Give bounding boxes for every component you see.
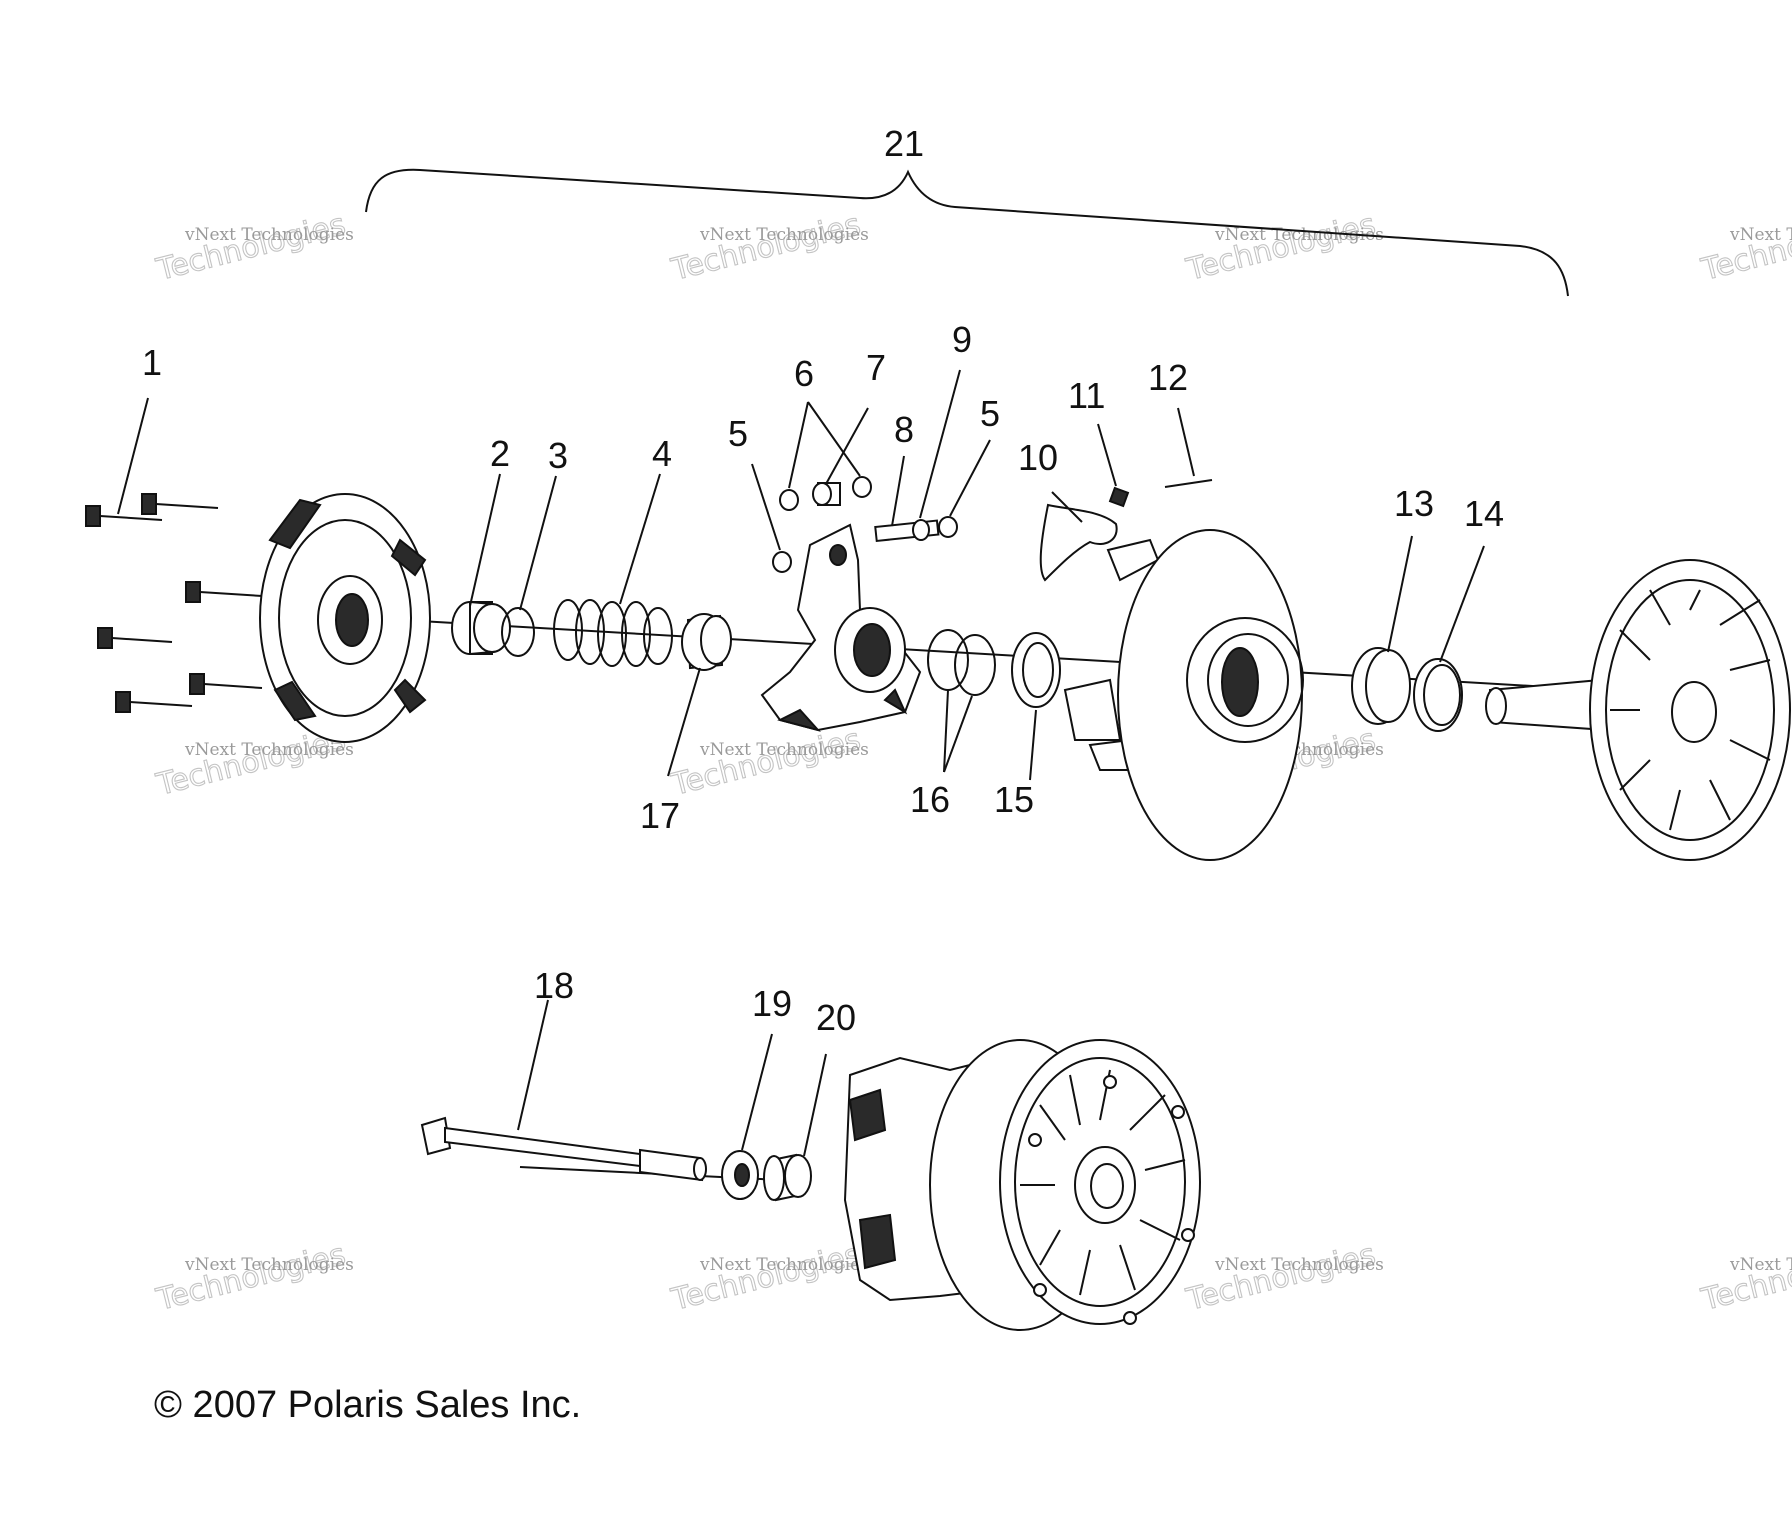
part-19-washer xyxy=(721,1150,759,1200)
svg-text:Technologies: Technologies xyxy=(1182,207,1378,288)
callout-11: 11 xyxy=(1068,375,1105,416)
part-10-weight xyxy=(1039,503,1118,582)
svg-text:vNext Technologies: vNext Technologies xyxy=(1729,225,1792,245)
svg-text:Technologies: Technologies xyxy=(667,207,863,288)
watermark: Technologies vNext Technologies xyxy=(152,207,354,289)
callout-1: 1 xyxy=(142,342,162,383)
part-12-pin xyxy=(1164,479,1213,488)
bolt xyxy=(97,627,173,649)
assembled-clutch xyxy=(843,1039,1201,1331)
svg-text:vNext Technologies: vNext Technologies xyxy=(184,740,354,760)
part-15-seal xyxy=(1011,632,1061,708)
moveable-sheave xyxy=(1063,529,1304,861)
watermark: Technologies vNext Technologies xyxy=(1697,1237,1792,1319)
part-16-ring xyxy=(927,629,969,691)
callout-3: 3 xyxy=(548,435,568,476)
svg-text:vNext Technologies: vNext Technologies xyxy=(699,1255,869,1275)
part-9-washer xyxy=(912,519,930,541)
svg-text:Technologies: Technologies xyxy=(1182,1237,1378,1318)
svg-text:Technologies: Technologies xyxy=(1697,207,1792,288)
part-16-ring xyxy=(954,634,996,696)
svg-text:Technologies: Technologies xyxy=(152,1237,348,1318)
bolt xyxy=(115,691,193,713)
watermark: Technologies vNext Technologies xyxy=(152,1237,354,1319)
callout-7: 7 xyxy=(866,347,886,388)
leader-lines xyxy=(117,369,1485,1157)
callout-9: 9 xyxy=(952,319,972,360)
svg-text:vNext Technologies: vNext Technologies xyxy=(1729,1255,1792,1275)
part-17-spring-cup xyxy=(681,613,732,671)
svg-text:Technologies: Technologies xyxy=(667,1237,863,1318)
callout-16: 16 xyxy=(910,779,950,820)
svg-text:vNext Technologies: vNext Technologies xyxy=(184,225,354,245)
bolt xyxy=(85,505,163,527)
callout-5a: 5 xyxy=(728,413,748,454)
bolt xyxy=(185,581,263,603)
cover-plate xyxy=(259,493,431,743)
svg-text:vNext Technologies: vNext Technologies xyxy=(184,1255,354,1275)
svg-text:Technologies: Technologies xyxy=(152,207,348,288)
watermark: Technologies vNext Technologies xyxy=(667,207,869,289)
part-11-nut xyxy=(1108,486,1130,508)
svg-text:vNext Technologies: vNext Technologies xyxy=(1214,225,1384,245)
watermark: Technologies vNext Technologies xyxy=(1182,207,1384,289)
fixed-sheave xyxy=(1485,559,1791,861)
part-6-washer xyxy=(852,476,872,498)
bolt xyxy=(141,493,219,515)
watermark: Technologies vNext Technologies xyxy=(667,1237,869,1319)
part-18-bolt xyxy=(420,1116,707,1182)
assembly-brace xyxy=(365,168,1569,297)
part-13-bushing xyxy=(1351,647,1411,725)
part-5-roller xyxy=(938,516,958,538)
watermark: Technologies vNext Technologies xyxy=(1697,207,1792,289)
svg-text:vNext Technologies: vNext Technologies xyxy=(699,225,869,245)
svg-text:vNext Technologies: vNext Technologies xyxy=(1214,1255,1384,1275)
part-2-bushing xyxy=(451,601,511,655)
svg-text:vNext Technologies: vNext Technologies xyxy=(699,740,869,760)
part-6-washer xyxy=(779,489,799,511)
callout-20: 20 xyxy=(816,997,856,1038)
callout-6: 6 xyxy=(794,353,814,394)
callout-labels: 1 2 3 4 5 6 7 8 9 5 10 11 12 13 14 15 16… xyxy=(142,123,1504,1038)
callout-5b: 5 xyxy=(980,393,1000,434)
part-3-ring xyxy=(501,607,535,657)
callout-19: 19 xyxy=(752,983,792,1024)
callout-17: 17 xyxy=(640,795,680,836)
callout-10: 10 xyxy=(1018,437,1058,478)
part-7-bushing xyxy=(812,482,841,506)
callout-14: 14 xyxy=(1464,493,1504,534)
callout-4: 4 xyxy=(652,433,672,474)
watermark: Technologies vNext Technologies xyxy=(1182,1237,1384,1319)
bolt xyxy=(189,673,263,695)
callout-15: 15 xyxy=(994,779,1034,820)
part-1-bolts xyxy=(85,493,263,713)
svg-text:Technologies: Technologies xyxy=(667,722,863,803)
part-20-bushing xyxy=(763,1153,812,1202)
part-14-ring xyxy=(1413,658,1463,732)
svg-text:Technologies: Technologies xyxy=(1697,1237,1792,1318)
part-4-spring xyxy=(553,599,673,667)
callout-12: 12 xyxy=(1148,357,1188,398)
callout-2: 2 xyxy=(490,433,510,474)
part-5-roller xyxy=(772,551,792,573)
callout-18: 18 xyxy=(534,965,574,1006)
watermark: Technologies vNext Technologies xyxy=(667,722,869,804)
callout-8: 8 xyxy=(894,409,914,450)
copyright-notice: © 2007 Polaris Sales Inc. xyxy=(154,1384,582,1426)
spider xyxy=(760,523,922,732)
callout-13: 13 xyxy=(1394,483,1434,524)
callout-21: 21 xyxy=(884,123,924,164)
